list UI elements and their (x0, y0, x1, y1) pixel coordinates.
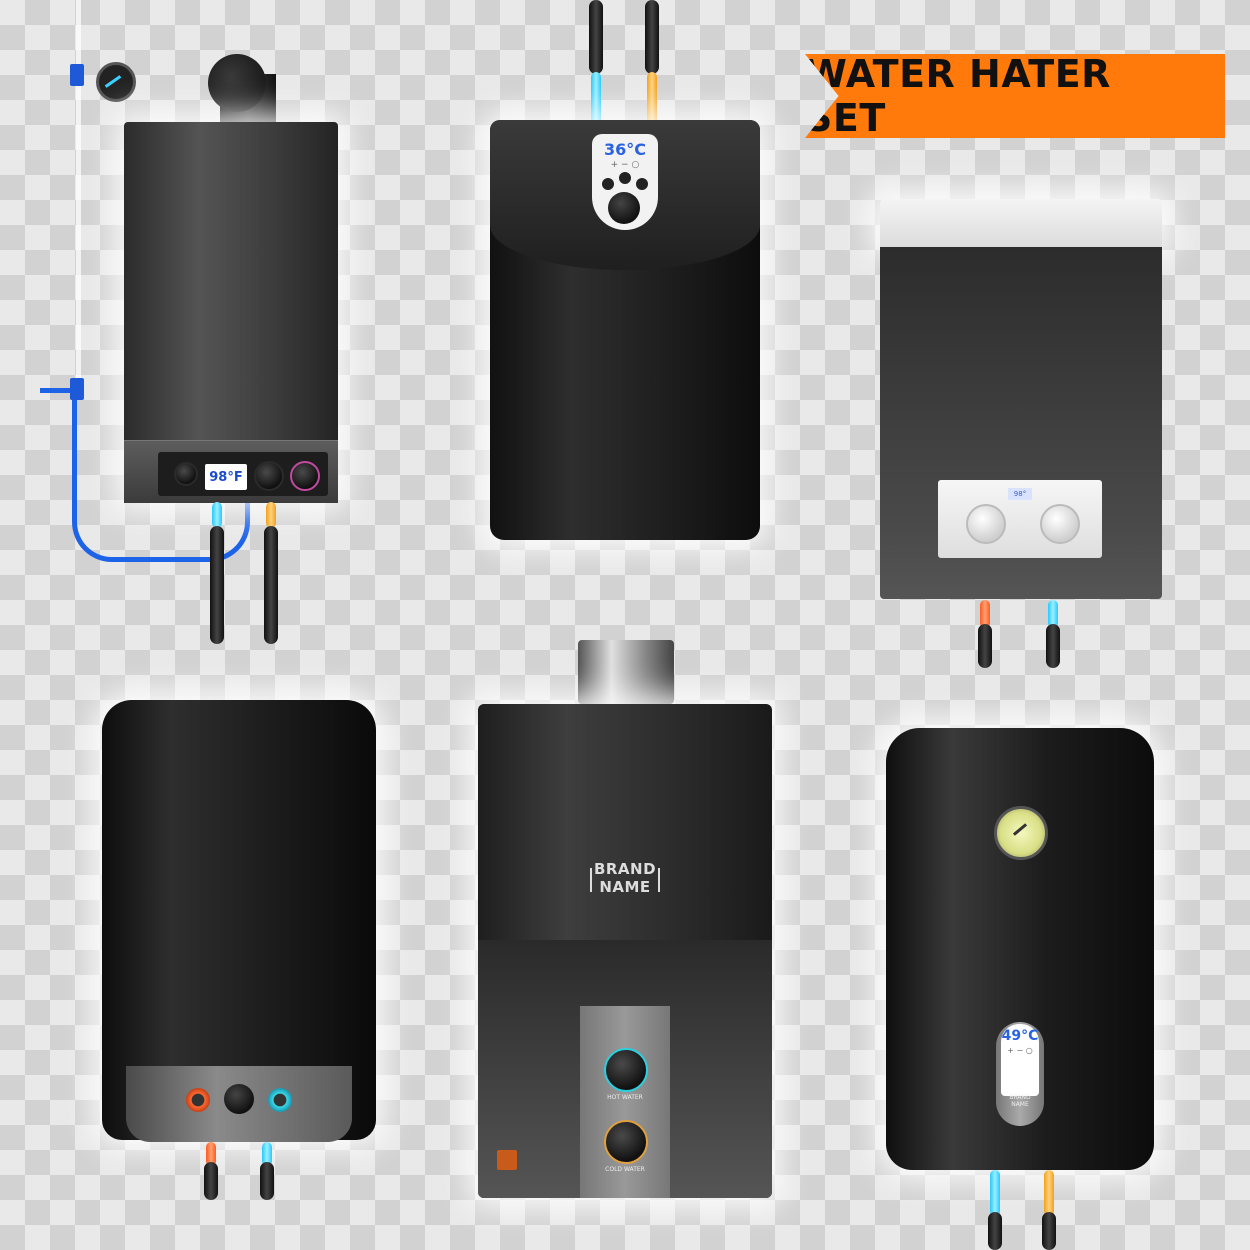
valve-icon (70, 64, 84, 86)
thermometer-gauge-icon (994, 806, 1048, 860)
wall-unit-main-knob[interactable] (608, 192, 640, 224)
flat-unit-pipe-2 (1046, 624, 1060, 668)
boiler-hot-pipe (266, 502, 276, 528)
wall-unit-pipe-left (589, 0, 603, 74)
wall-unit-signs: + − ○ (610, 160, 640, 170)
tankless-control-panel (580, 1006, 670, 1198)
boiler-cylinder-brand-line-2: NAME (1011, 1101, 1029, 1108)
boiler-knob-right[interactable] (290, 461, 320, 491)
boiler-knob-left[interactable] (174, 462, 198, 486)
blue-pipe-joint (70, 378, 84, 400)
brand-line-1: BRAND (593, 860, 657, 878)
flat-unit-knob-right[interactable] (1040, 504, 1080, 544)
wall-unit-button-2[interactable] (619, 172, 631, 184)
quality-seal-icon (497, 1150, 517, 1170)
boiler-cylinder-brand-line-1: BRAND (1009, 1094, 1031, 1101)
wall-unit-hot-pipe (647, 72, 657, 124)
title-banner: WATER HATER SET (805, 54, 1225, 138)
cold-water-label: COLD WATER (605, 1166, 645, 1173)
supply-pipe (76, 0, 81, 400)
cylinder-cold-pipe (262, 1142, 272, 1166)
boiler-cold-pipe (212, 502, 222, 528)
flat-unit-top-cover (880, 199, 1162, 247)
brand-name: BRAND NAME (590, 860, 660, 896)
wall-unit-cold-pipe (591, 72, 601, 124)
flat-unit-pipe-1 (978, 624, 992, 668)
boiler-knob-center[interactable] (254, 461, 284, 491)
boiler-display: 98°F (205, 464, 247, 490)
hot-water-knob[interactable] (604, 1048, 648, 1092)
flat-unit-knob-left[interactable] (966, 504, 1006, 544)
cylinder-cold-port-icon (268, 1088, 292, 1112)
blue-pipe-tap (40, 388, 80, 393)
wall-unit-temperature: 36°C (603, 140, 646, 159)
cylinder-pipe-2 (260, 1162, 274, 1200)
boiler-cylinder-hot-pipe (1044, 1170, 1054, 1216)
flat-unit-hot-pipe (980, 600, 990, 628)
cylinder-center-knob[interactable] (224, 1084, 254, 1114)
wall-unit-pipe-right (645, 0, 659, 74)
boiler-temperature: 98°F (209, 469, 243, 485)
brand-divider-right (658, 868, 660, 892)
flat-unit-temperature: 98° (1013, 490, 1027, 498)
boiler-cylinder-screen (1001, 1024, 1039, 1096)
boiler-cylinder-cold-pipe (990, 1170, 1000, 1216)
cylinder-hot-port-icon (186, 1088, 210, 1112)
brand-divider-left (590, 868, 592, 892)
cylinder-pipe-1 (204, 1162, 218, 1200)
flat-unit-cold-pipe (1048, 600, 1058, 628)
brand-line-2: NAME (599, 878, 651, 896)
cold-water-knob[interactable] (604, 1120, 648, 1164)
wall-unit-button-3[interactable] (636, 178, 648, 190)
flat-unit-display: 98° (1008, 488, 1032, 500)
boiler-cylinder-brand: BRAND NAME (996, 1094, 1044, 1108)
boiler-cylinder-pipe-1 (988, 1212, 1002, 1250)
boiler-body (124, 122, 338, 502)
boiler-cylinder-pipe-2 (1042, 1212, 1056, 1250)
banner-title: WATER HATER SET (805, 52, 1111, 140)
tankless-flue (578, 640, 674, 704)
pressure-gauge-icon (96, 62, 136, 102)
cylinder-hot-pipe (206, 1142, 216, 1166)
boiler-cylinder-signs: + − ○ (1007, 1046, 1033, 1055)
wall-unit-button-1[interactable] (602, 178, 614, 190)
hot-water-label: HOT WATER (607, 1094, 643, 1101)
boiler-pipe-2 (264, 526, 278, 644)
boiler-cylinder-temperature: 49°C (1001, 1028, 1039, 1044)
chimney-cap (208, 54, 266, 112)
boiler-pipe-1 (210, 526, 224, 644)
